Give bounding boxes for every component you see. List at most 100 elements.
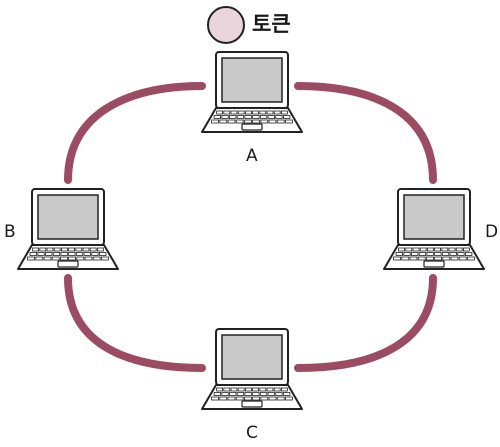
keyboard-key-icon bbox=[91, 252, 99, 256]
keyboard-key-icon bbox=[219, 396, 228, 401]
keyboard-key-icon bbox=[276, 119, 285, 124]
keyboard-key-icon bbox=[252, 392, 260, 396]
keyboard-key-icon bbox=[268, 119, 277, 124]
keyboard-key-icon bbox=[411, 252, 419, 256]
keyboard-key-icon bbox=[68, 247, 75, 252]
keyboard-key-icon bbox=[441, 252, 450, 256]
link-b-a bbox=[64, 82, 206, 184]
keyboard-key-icon bbox=[84, 256, 93, 261]
laptop-c-icon bbox=[201, 328, 303, 410]
keyboard-key-icon bbox=[434, 252, 442, 256]
keyboard-key-icon bbox=[244, 119, 252, 124]
keyboard-key-icon bbox=[245, 110, 252, 115]
keyboard-key-icon bbox=[35, 256, 44, 261]
keyboard-key-icon bbox=[76, 256, 85, 261]
keyboard-key-icon bbox=[260, 119, 269, 124]
keyboard-key-icon bbox=[43, 256, 52, 261]
keyboard-key-icon bbox=[409, 256, 418, 261]
node-a-label: A bbox=[246, 146, 258, 166]
keyboard-key-icon bbox=[260, 396, 269, 401]
keyboard-key-icon bbox=[259, 392, 268, 396]
keyboard-key-icon bbox=[229, 115, 237, 119]
keyboard-key-icon bbox=[83, 252, 91, 256]
keyboard-key-icon bbox=[275, 115, 283, 119]
keyboard-key-icon bbox=[267, 392, 275, 396]
keyboard-key-icon bbox=[236, 392, 245, 396]
keyboard-key-icon bbox=[403, 252, 411, 256]
keyboard-key-icon bbox=[467, 256, 475, 261]
keyboard-key-icon bbox=[395, 252, 404, 256]
keyboard-key-icon bbox=[235, 396, 244, 401]
keyboard-key-icon bbox=[273, 387, 281, 392]
keyboard-key-icon bbox=[252, 119, 260, 124]
keyboard-key-icon bbox=[29, 252, 38, 256]
keyboard-key-icon bbox=[221, 392, 229, 396]
link-d-c bbox=[294, 274, 437, 372]
keyboard-key-icon bbox=[216, 387, 224, 392]
keyboard-key-icon bbox=[244, 396, 252, 401]
keyboard-key-icon bbox=[450, 256, 459, 261]
token-icon bbox=[207, 6, 245, 44]
keyboard-key-icon bbox=[273, 110, 281, 115]
keyboard-key-icon bbox=[426, 252, 434, 256]
node-c-label: C bbox=[246, 423, 258, 443]
keyboard-key-icon bbox=[235, 119, 244, 124]
keyboard-key-icon bbox=[244, 392, 252, 396]
keyboard-key-icon bbox=[434, 247, 441, 252]
keyboard-key-icon bbox=[89, 247, 97, 252]
keyboard-key-icon bbox=[259, 387, 267, 392]
keyboard-key-icon bbox=[419, 247, 427, 252]
keyboard-key-icon bbox=[266, 387, 274, 392]
keyboard-key-icon bbox=[442, 256, 451, 261]
keyboard-key-icon bbox=[216, 110, 224, 115]
keyboard-key-icon bbox=[281, 387, 288, 392]
keyboard-key-icon bbox=[283, 115, 291, 119]
keyboard-key-icon bbox=[434, 256, 442, 261]
keyboard-key-icon bbox=[465, 252, 473, 256]
keyboard-key-icon bbox=[259, 110, 267, 115]
keyboard-key-icon bbox=[252, 396, 260, 401]
keyboard-key-icon bbox=[252, 115, 260, 119]
keyboard-key-icon bbox=[27, 256, 35, 261]
keyboard-key-icon bbox=[393, 256, 401, 261]
keyboard-key-icon bbox=[229, 392, 237, 396]
keyboard-key-icon bbox=[46, 247, 54, 252]
keyboard-key-icon bbox=[221, 115, 229, 119]
keyboard-key-icon bbox=[213, 115, 222, 119]
keyboard-key-icon bbox=[82, 247, 90, 252]
keyboard-key-icon bbox=[60, 252, 68, 256]
keyboard-key-icon bbox=[285, 396, 293, 401]
link-c-b bbox=[64, 274, 206, 372]
keyboard-key-icon bbox=[427, 247, 434, 252]
keyboard-key-icon bbox=[418, 252, 427, 256]
keyboard-key-icon bbox=[455, 247, 463, 252]
keyboard-key-icon bbox=[401, 256, 410, 261]
keyboard-key-icon bbox=[252, 387, 259, 392]
node-d-label: D bbox=[485, 222, 499, 242]
keyboard-key-icon bbox=[99, 252, 107, 256]
keyboard-key-icon bbox=[426, 256, 434, 261]
keyboard-key-icon bbox=[211, 119, 219, 124]
keyboard-key-icon bbox=[275, 392, 283, 396]
keyboard-key-icon bbox=[37, 252, 45, 256]
keyboard-key-icon bbox=[449, 252, 457, 256]
node-b-label: B bbox=[4, 222, 16, 242]
keyboard-key-icon bbox=[458, 256, 467, 261]
keyboard-key-icon bbox=[51, 256, 60, 261]
keyboard-key-icon bbox=[101, 256, 109, 261]
keyboard-key-icon bbox=[276, 396, 285, 401]
link-a-d bbox=[294, 82, 437, 184]
laptop-a-icon bbox=[201, 51, 303, 133]
keyboard-key-icon bbox=[237, 387, 245, 392]
keyboard-key-icon bbox=[97, 247, 104, 252]
keyboard-key-icon bbox=[53, 247, 61, 252]
keyboard-key-icon bbox=[259, 115, 268, 119]
keyboard-key-icon bbox=[266, 110, 274, 115]
keyboard-key-icon bbox=[92, 256, 101, 261]
keyboard-key-icon bbox=[223, 387, 231, 392]
keyboard-key-icon bbox=[463, 247, 470, 252]
keyboard-key-icon bbox=[417, 256, 426, 261]
keyboard-key-icon bbox=[75, 252, 84, 256]
keyboard-key-icon bbox=[237, 110, 245, 115]
